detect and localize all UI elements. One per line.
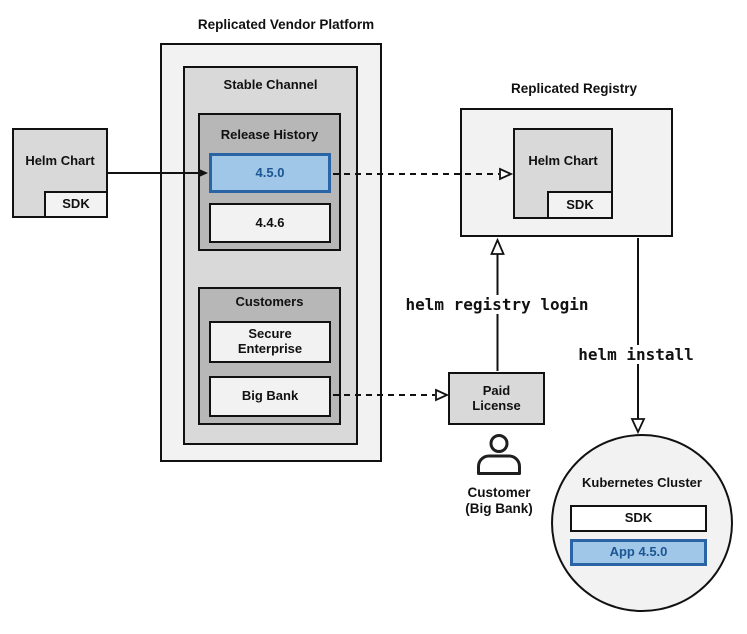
kubernetes-sdk-box: SDK <box>570 505 707 532</box>
registry-helm-chart-label: Helm Chart <box>528 153 598 169</box>
customer-caption-line2: (Big Bank) <box>465 500 533 516</box>
customer-secure-enterprise-label: Secure Enterprise <box>237 326 303 356</box>
source-sdk-box: SDK <box>44 191 108 218</box>
release-history-title: Release History <box>220 127 319 142</box>
customer-caption: Customer (Big Bank) <box>443 485 555 516</box>
registry-sdk-box: SDK <box>547 191 613 219</box>
release-version-450: 4.5.0 <box>209 153 331 193</box>
customer-big-bank: Big Bank <box>209 376 331 417</box>
vendor-platform-title: Replicated Vendor Platform <box>197 17 375 32</box>
helm-registry-login-command: helm registry login <box>397 295 597 315</box>
customer-secure-enterprise: Secure Enterprise <box>209 321 331 363</box>
paid-license-label: Paid License <box>472 382 521 413</box>
arrow-registry-to-cluster <box>630 238 646 435</box>
kubernetes-app-box: App 4.5.0 <box>570 539 707 566</box>
helm-install-command: helm install <box>576 345 696 365</box>
customers-title: Customers <box>235 294 304 309</box>
registry-title: Replicated Registry <box>510 81 638 96</box>
stable-channel-title: Stable Channel <box>223 77 318 92</box>
source-helm-chart-label: Helm Chart <box>25 152 95 168</box>
release-version-446: 4.4.6 <box>209 203 331 243</box>
kubernetes-cluster-title: Kubernetes Cluster <box>582 475 702 490</box>
paid-license-box: Paid License <box>448 372 545 425</box>
person-icon <box>477 434 521 475</box>
customer-caption-line1: Customer <box>467 485 531 500</box>
